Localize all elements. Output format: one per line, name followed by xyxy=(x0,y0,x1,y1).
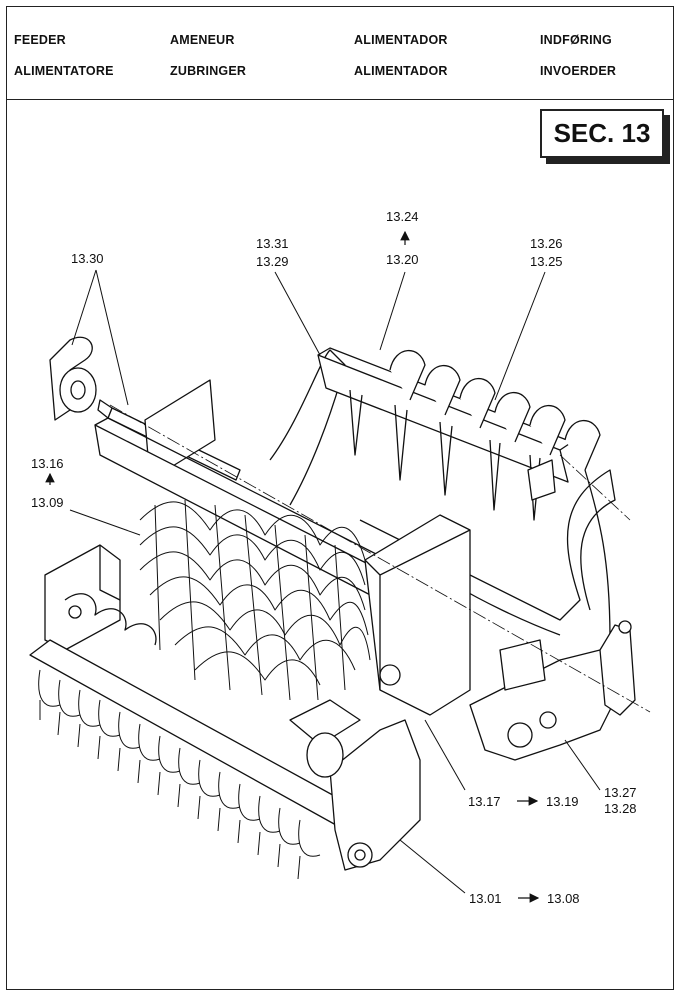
left-side-plate xyxy=(44,544,121,651)
callout-13-09: 13.09 xyxy=(31,495,64,510)
callout-13-17: 13.17 xyxy=(468,794,501,809)
callout-arrows xyxy=(45,230,540,903)
title-fr: AMENEUR xyxy=(170,33,235,47)
callout-13-30: 13.30 xyxy=(71,251,104,266)
auger xyxy=(64,593,157,646)
callout-13-16: 13.16 xyxy=(31,456,64,471)
title-de: ZUBRINGER xyxy=(170,64,247,78)
title-nl: INVOERDER xyxy=(540,64,617,78)
callout-labels: 13.30 13.31 13.29 13.24 13.20 13.26 13.2… xyxy=(31,209,637,906)
leader-lines xyxy=(69,269,601,894)
title-en: FEEDER xyxy=(14,33,66,47)
title-es: ALIMENTADOR xyxy=(354,33,448,47)
callout-13-08: 13.08 xyxy=(547,891,580,906)
rotor-tines xyxy=(139,499,371,701)
title-it: ALIMENTATORE xyxy=(14,64,114,78)
shaft-centerline xyxy=(109,404,651,713)
gearbox-arm xyxy=(599,624,636,716)
section-number: SEC. 13 xyxy=(553,118,651,148)
title-header: FEEDER AMENEUR ALIMENTADOR INDFØRING ALI… xyxy=(6,6,674,100)
callout-13-26: 13.26 xyxy=(530,236,563,251)
callout-13-24: 13.24 xyxy=(386,209,419,224)
right-housing xyxy=(364,514,471,716)
comb-hooks xyxy=(389,349,601,471)
pickup-tines xyxy=(38,669,321,880)
section-box: SEC. 13 xyxy=(540,109,664,158)
title-pt: ALIMENTADOR xyxy=(354,64,448,78)
bar-end-bracket xyxy=(527,459,556,501)
right-end-plate xyxy=(329,719,421,871)
callout-13-31: 13.31 xyxy=(256,236,289,251)
callout-13-01: 13.01 xyxy=(469,891,502,906)
title-da: INDFØRING xyxy=(540,33,612,47)
feeder-assembly xyxy=(29,336,651,880)
callout-13-20: 13.20 xyxy=(386,252,419,267)
callout-13-25: 13.25 xyxy=(530,254,563,269)
bearing-disc xyxy=(59,367,97,413)
callout-13-27: 13.27 xyxy=(604,785,637,800)
callout-13-29: 13.29 xyxy=(256,254,289,269)
callout-13-28: 13.28 xyxy=(604,801,637,816)
page-frame xyxy=(6,6,674,990)
callout-13-19: 13.19 xyxy=(546,794,579,809)
gearbox xyxy=(469,649,621,761)
